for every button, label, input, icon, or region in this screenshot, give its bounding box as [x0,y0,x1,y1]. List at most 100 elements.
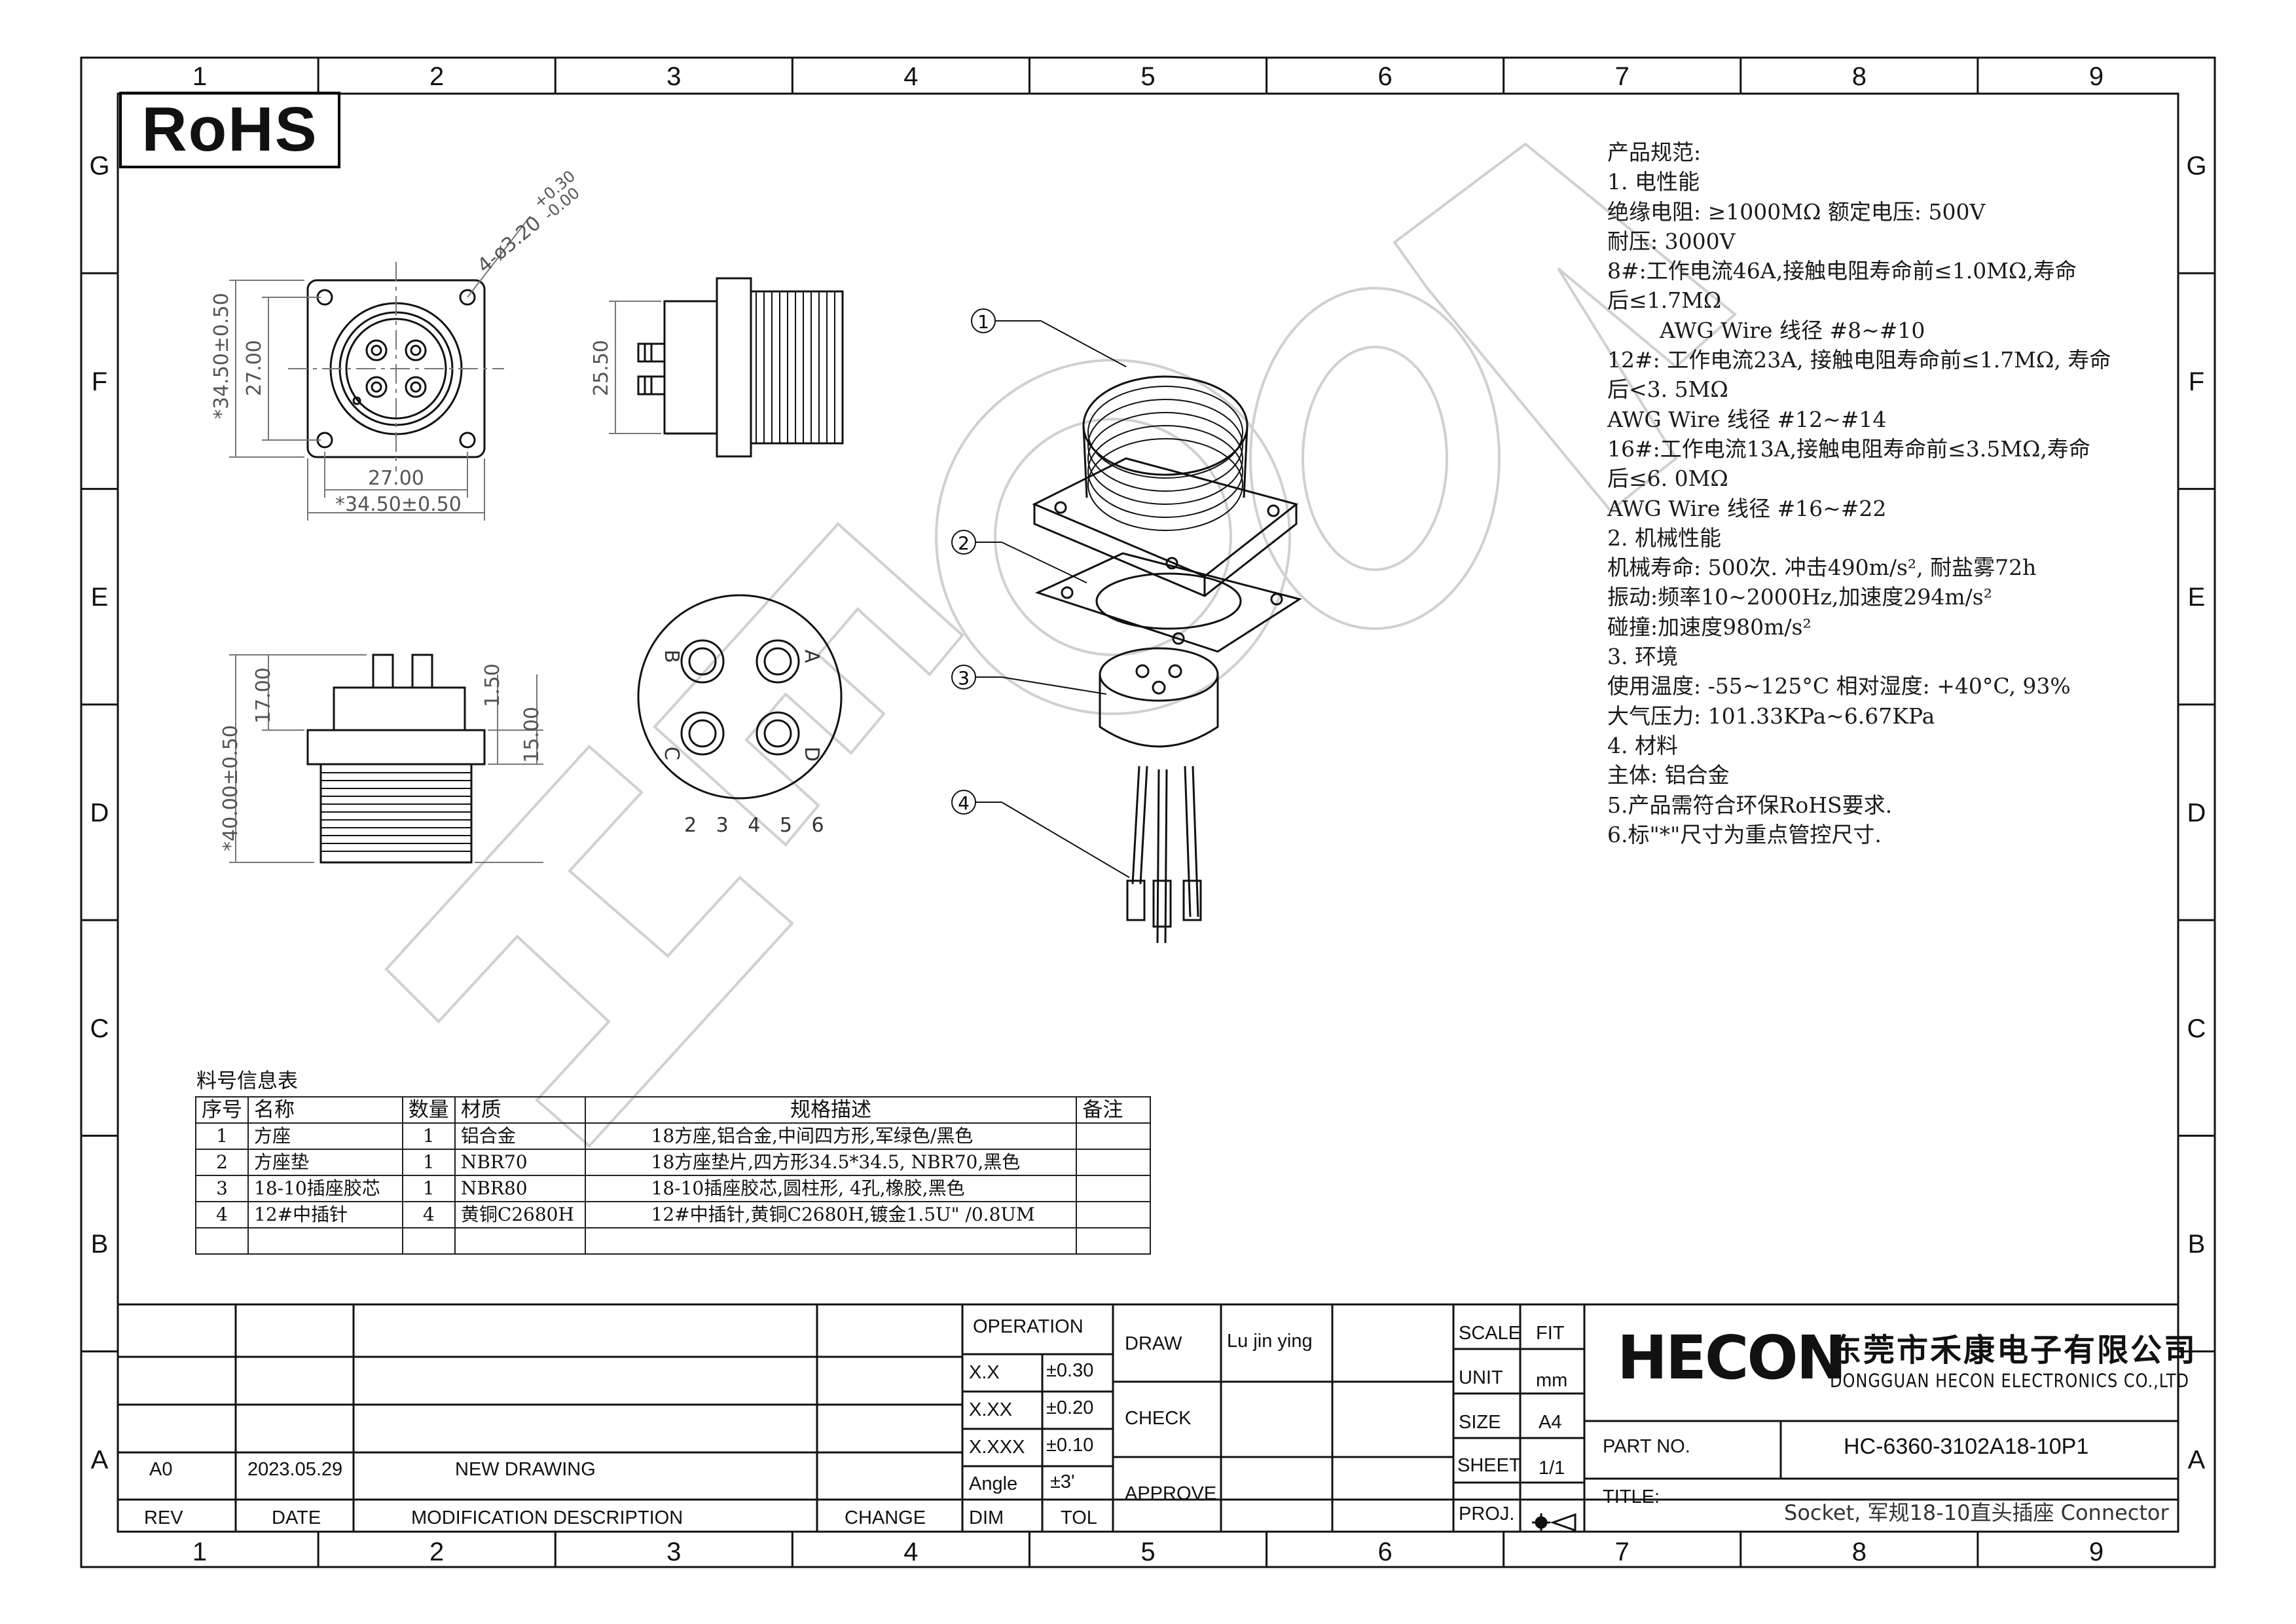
row-label-left: D [90,799,109,828]
bom-cell: 1 [401,1122,456,1150]
bom-cell: 名称 [247,1096,403,1124]
row-label-right: E [2188,583,2206,612]
watermark [384,142,1738,1148]
spec-line: 产品规范: [1607,139,1702,165]
bom-header-row: 序号名称数量材质规格描述备注 [195,1096,1151,1124]
desc-header: MODIFICATION DESCRIPTION [411,1507,683,1528]
column-label-top: 8 [1852,62,1867,91]
spec-line: 碰撞:加速度980m/s² [1607,614,1812,640]
operation-label: OPERATION [973,1316,1084,1337]
bom-cell [247,1227,403,1255]
inner-frame [117,92,2179,1533]
tol-xx-value: ±0.30 [1046,1360,1094,1381]
projection-symbol [1532,1513,1576,1532]
desc-value: NEW DRAWING [455,1459,596,1480]
row-label-right: A [2188,1445,2206,1474]
unit-value: mm [1536,1370,1568,1391]
bom-cell [195,1227,249,1255]
row-label-left: F [92,367,107,396]
column-label-top: 1 [192,62,207,91]
row-label-left: B [91,1230,109,1259]
spec-line: 8#:工作电流46A,接触电阻寿命前≤1.0MΩ,寿命 [1607,258,2077,284]
sheet-value: 1/1 [1539,1458,1565,1479]
bom-cell: 铝合金 [454,1122,586,1150]
dim-front-width-inner: 27.00 [368,467,424,490]
callout-3: 3 [951,665,1002,690]
change-header: CHANGE [845,1507,926,1528]
spec-line: 1. 电性能 [1607,169,1700,195]
title-value: Socket, 军规18-10直头插座 Connector [1784,1500,2169,1525]
check-label: CHECK [1125,1408,1192,1429]
bom-cell: 备注 [1076,1096,1151,1124]
bom-cell: 4 [195,1201,249,1228]
bom-cell [1076,1122,1151,1150]
company-logo: HECON [1617,1323,1847,1393]
title-block-grid [118,1303,2178,1532]
spec-line: 主体: 铝合金 [1607,762,1730,788]
spec-line: AWG Wire 线径 #16~#22 [1607,495,1887,521]
tol-xxx-value: ±0.20 [1046,1397,1094,1418]
dim-bottom-flange: 1.50 [481,663,504,707]
bom-title: 料号信息表 [196,1069,298,1093]
bottom-view [229,654,543,864]
bom-cell: 2 [195,1149,249,1176]
bom-cell: 12#中插针 [247,1201,403,1228]
scale-label: SCALE [1459,1323,1522,1344]
row-label-left: G [89,152,109,181]
bom-cell: 方座垫 [247,1149,403,1176]
bom-row-empty [195,1227,1151,1255]
column-label-bottom: 8 [1852,1538,1867,1566]
row-label-left: E [91,583,109,612]
title-label: TITLE: [1603,1486,1660,1507]
bom-cell [584,1227,1078,1255]
callout-4: 4 [951,790,1002,815]
bom-cell [1076,1201,1151,1228]
row-label-right: D [2187,799,2206,828]
bom-cell: 18方座,铝合金,中间四方形,军绿色/黑色 [584,1122,1078,1150]
spec-line: 16#:工作电流13A,接触电阻寿命前≤3.5MΩ,寿命 [1607,435,2090,462]
spec-line: 2. 机械性能 [1607,525,1721,551]
rev-value: A0 [149,1459,173,1480]
row-label-right: G [2186,152,2206,181]
pin-letter-d: D [800,747,823,762]
column-label-top: 4 [903,62,918,91]
rev-header: REV [144,1507,183,1528]
row-label-right: F [2189,367,2204,396]
spec-line: 绝缘电阻: ≥1000MΩ 额定电压: 500V [1607,198,1986,225]
column-label-bottom: 5 [1140,1538,1155,1566]
column-label-bottom: 2 [429,1538,444,1566]
tol-xxx-label: X.XX [969,1399,1013,1420]
dim-bottom-height-upper: 17.00 [252,667,275,724]
part-no-label: PART NO. [1603,1436,1690,1457]
bom-cell: 18-10插座胶芯,圆柱形, 4孔,橡胶,黑色 [584,1175,1078,1202]
tol-xxxx-label: X.XXX [969,1437,1025,1458]
column-label-bottom: 6 [1377,1538,1392,1566]
bom-cell: 12#中插针,黄铜C2680H,镀金1.5U" /0.8UM [584,1201,1078,1228]
bom-cell: 18-10插座胶芯 [247,1175,403,1202]
dim-front-height-outer: *34.50±0.50 [210,293,233,419]
drawer-name: Lu jin ying [1227,1331,1313,1352]
row-label-left: C [90,1014,109,1043]
bom-cell: NBR70 [454,1149,586,1176]
column-label-top: 9 [2089,62,2104,91]
bom-cell: 规格描述 [584,1096,1078,1124]
bom-cell: 4 [401,1201,456,1228]
spec-line: AWG Wire 线径 #8~#10 [1660,317,1925,343]
tol-xx-label: X.X [969,1362,1000,1383]
part-no-value: HC-6360-3102A18-10P1 [1844,1434,2089,1459]
unit-label: UNIT [1459,1367,1503,1388]
svg-text:3: 3 [958,667,970,689]
bom-cell: 1 [401,1175,456,1202]
face-numbers: 2 3 4 5 6 [684,814,831,837]
dim-header: DIM [969,1507,1004,1528]
bom-cell: 序号 [195,1096,249,1124]
size-label: SIZE [1459,1412,1501,1433]
row-label-right: B [2188,1230,2206,1259]
pin-letter-b: B [660,650,683,663]
spec-line: 使用温度: -55~125°C 相对湿度: +40°C, 93% [1607,673,2071,699]
svg-text:2: 2 [958,532,970,554]
